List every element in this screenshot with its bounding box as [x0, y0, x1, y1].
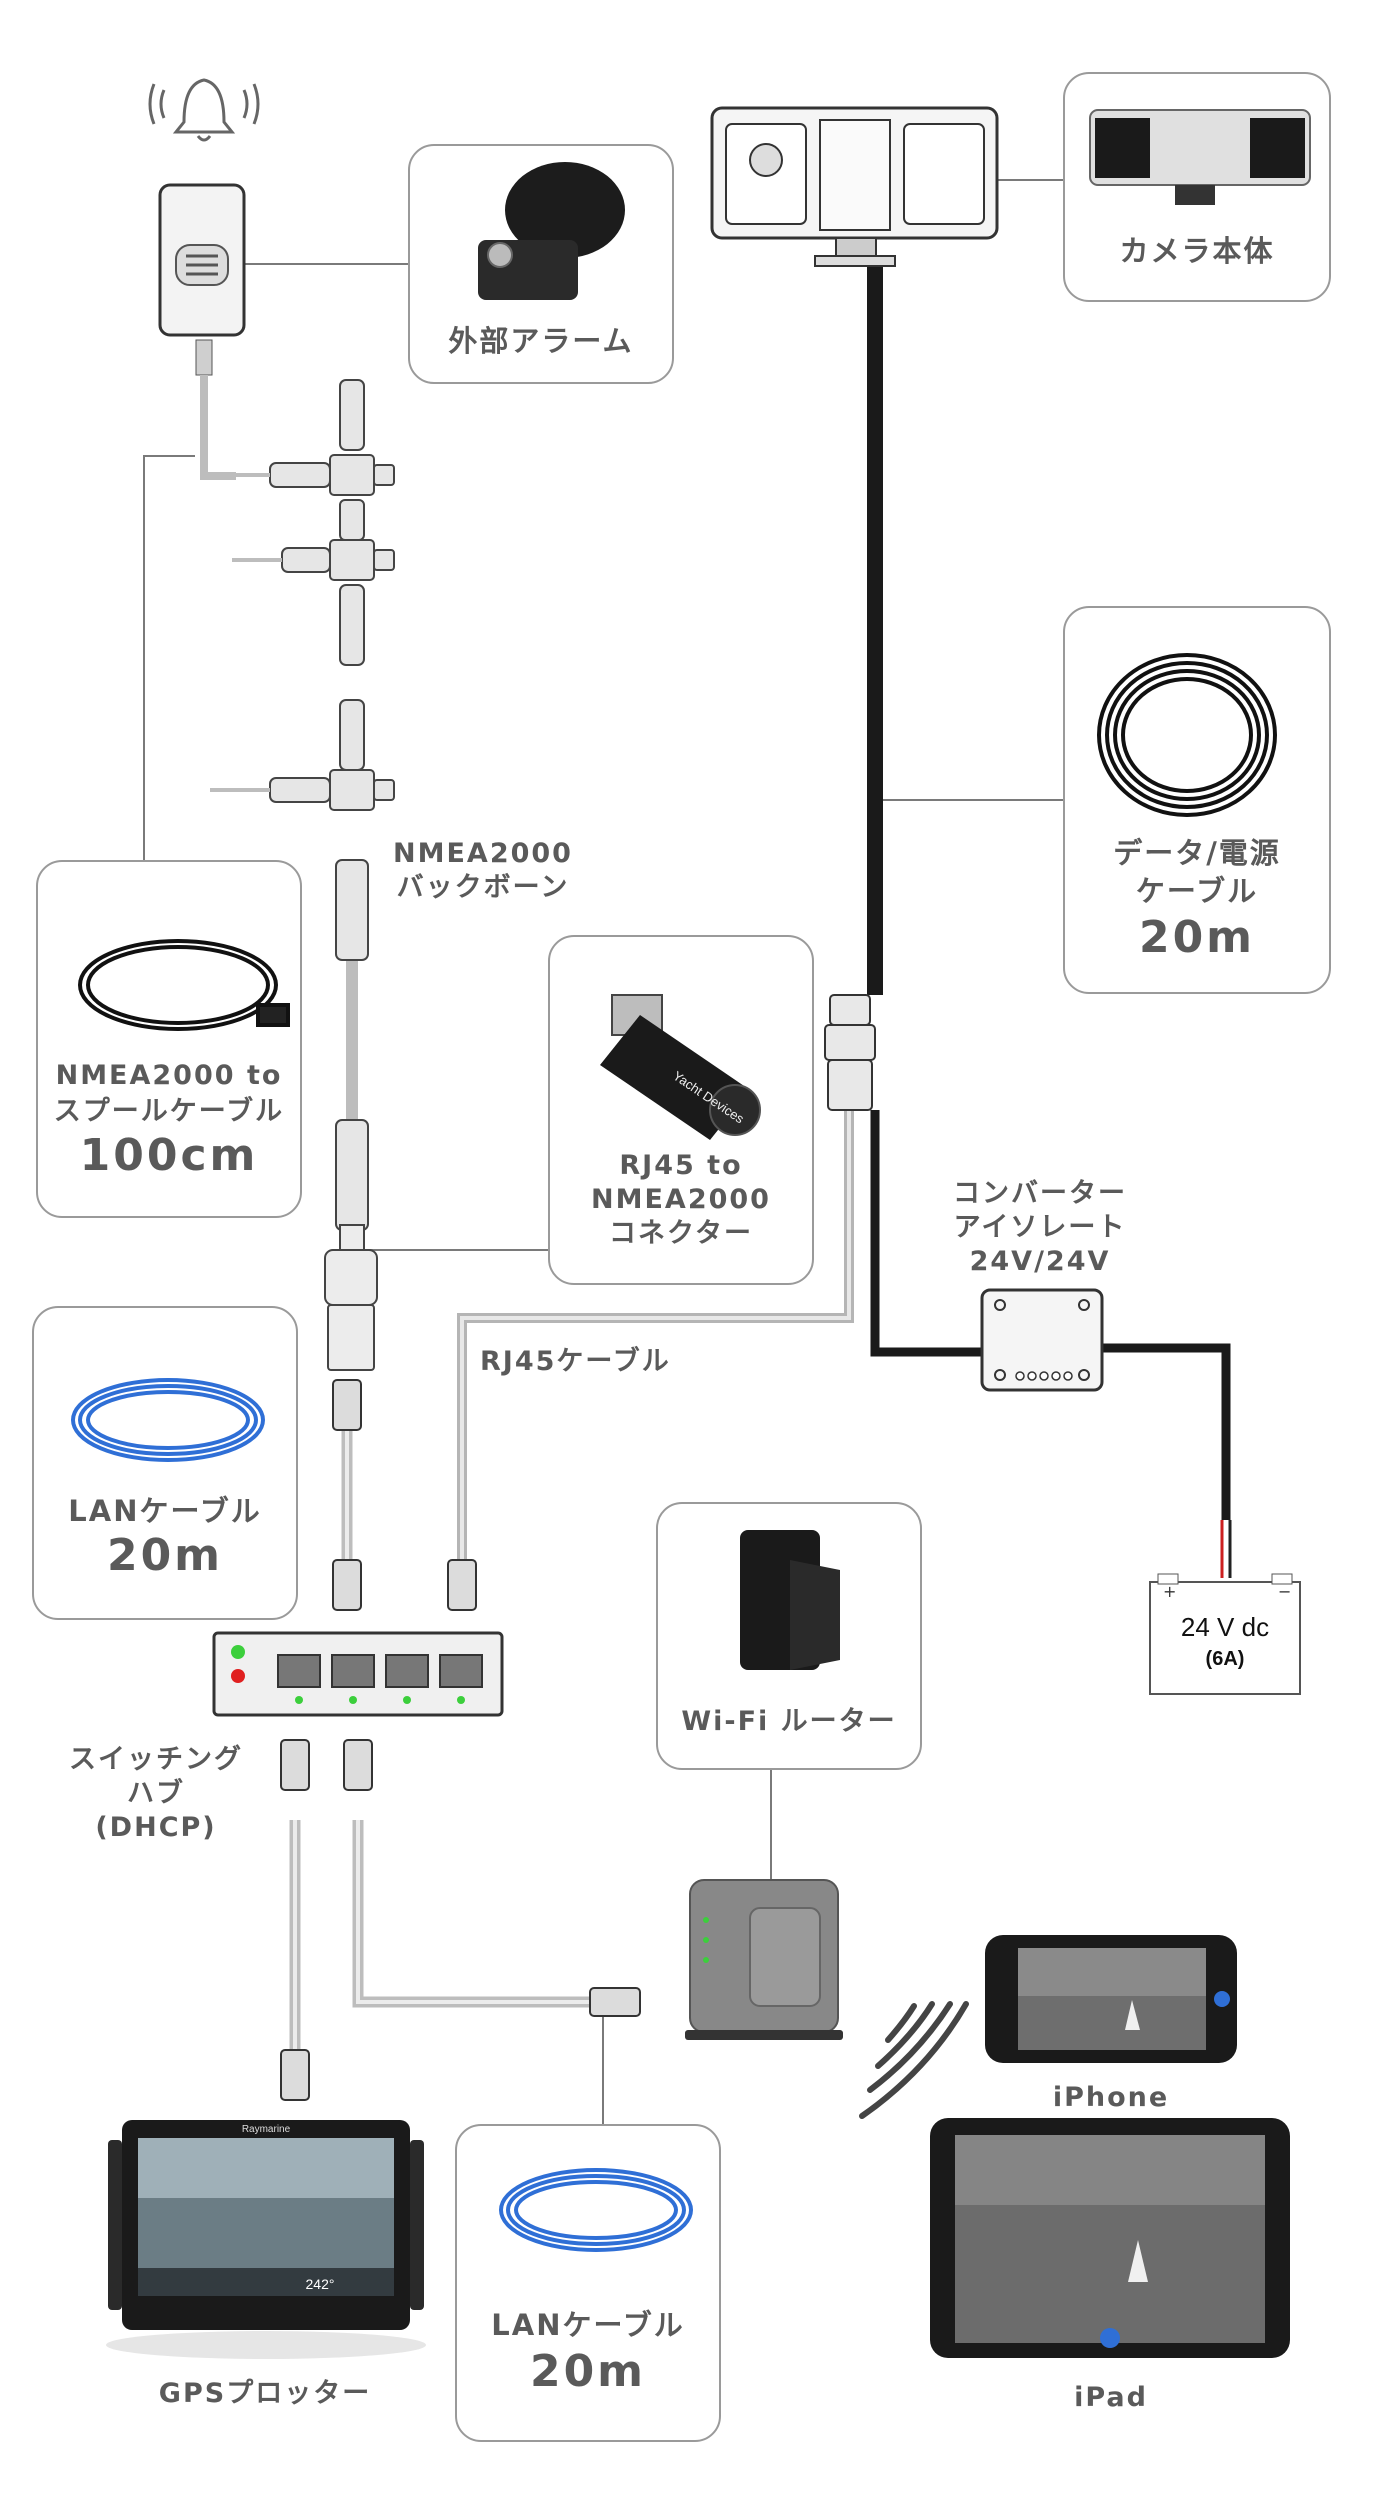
battery-current: (6A) — [1205, 1648, 1245, 1670]
label-data-cable-l2: ケーブル — [1135, 874, 1259, 908]
converter-box — [980, 1288, 1104, 1392]
label-converter-l2: アイソレート — [953, 1212, 1127, 1243]
label-data-cable-l1: データ/電源 — [1113, 836, 1281, 870]
svg-text:+: + — [1163, 1582, 1176, 1601]
label-ipad: iPad — [1074, 2382, 1148, 2413]
label-spool-len: 100cm — [79, 1130, 259, 1181]
label-converter-l1: コンバーター — [953, 1178, 1127, 1209]
label-nmea-backbone-l2: バックボーン — [396, 872, 570, 903]
alarm-module — [158, 183, 246, 480]
battery: + − — [1149, 1573, 1301, 1695]
lan-cable-box-1 — [32, 1306, 298, 1620]
label-hub-l3: (DHCP) — [95, 1812, 217, 1843]
label-lan-cable-1-len: 20m — [106, 1530, 224, 1581]
router-device — [685, 1879, 843, 2040]
label-nmea-backbone-l1: NMEA2000 — [393, 838, 573, 869]
label-rj45-conn-l3: コネクター — [609, 1218, 753, 1249]
camera-image — [710, 106, 999, 267]
label-hub-l1: スイッチング — [69, 1744, 243, 1775]
iphone-image — [985, 1935, 1237, 2063]
plotter-brand: Raymarine — [242, 2124, 291, 2135]
wifi-signal-icon — [859, 2001, 969, 2119]
label-hub-l2: ハブ — [127, 1778, 185, 1809]
switching-hub — [212, 1631, 504, 1717]
spool-cable-box — [36, 860, 302, 1218]
label-spool-l2: スプールケーブル — [53, 1096, 285, 1127]
label-plotter: GPSプロッター — [158, 2378, 372, 2409]
label-rj45-conn-l1: RJ45 to — [619, 1150, 743, 1181]
label-spool-l1: NMEA2000 to — [55, 1060, 283, 1091]
label-lan-cable-1: LANケーブル — [68, 1494, 262, 1528]
label-lan-cable-2-len: 20m — [529, 2346, 647, 2397]
label-camera: カメラ本体 — [1119, 234, 1275, 268]
label-data-cable-len: 20m — [1138, 912, 1256, 963]
plotter-heading: 242° — [306, 2276, 335, 2292]
gps-plotter-image — [106, 2120, 426, 2359]
data-power-cable — [867, 265, 1232, 1578]
label-alarm: 外部アラーム — [448, 324, 634, 358]
label-lan-cable-2: LANケーブル — [491, 2308, 685, 2342]
svg-text:−: − — [1278, 1582, 1291, 1601]
label-rj45-cable: RJ45ケーブル — [480, 1346, 671, 1377]
label-rj45-conn-l2: NMEA2000 — [591, 1184, 771, 1215]
ipad-image — [930, 2118, 1290, 2358]
label-router: Wi-Fi ルーター — [681, 1706, 897, 1737]
cable-connectors — [824, 994, 876, 1111]
label-converter-l3: 24V/24V — [969, 1246, 1111, 1277]
battery-voltage: 24 V dc — [1180, 1612, 1270, 1642]
bell-icon — [148, 78, 260, 142]
nmea-backbone — [269, 379, 395, 1231]
rj45-plugs — [280, 1379, 641, 2101]
label-iphone: iPhone — [1052, 2082, 1170, 2113]
